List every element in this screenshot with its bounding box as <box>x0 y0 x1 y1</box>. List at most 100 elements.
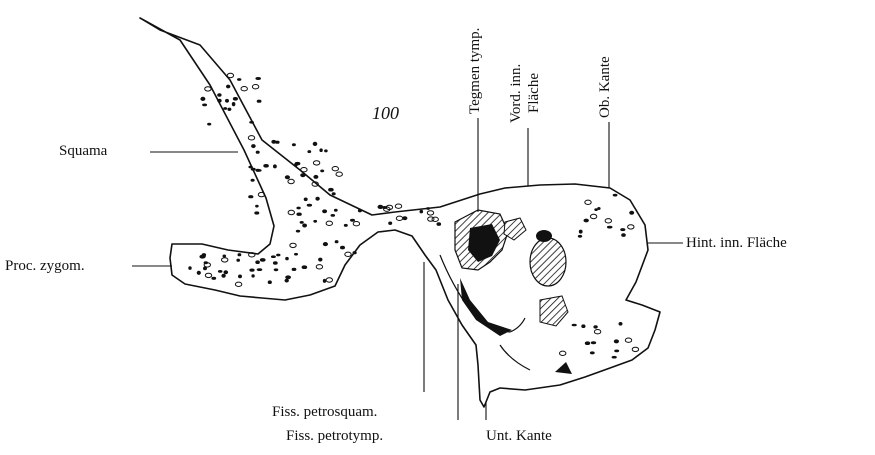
pore-mark <box>252 145 256 148</box>
label-unt-kante: Unt. Kante <box>486 429 552 444</box>
pore-mark <box>204 267 207 270</box>
pore-mark <box>223 255 226 257</box>
pore-mark <box>218 99 221 102</box>
pore-mark <box>189 267 191 270</box>
label-tegmen-tymp: Tegmen tymp. <box>468 28 483 114</box>
pore-mark <box>585 342 589 345</box>
pore-mark <box>301 174 305 177</box>
pore-mark <box>303 224 307 227</box>
pore-mark <box>314 220 317 222</box>
pore-mark <box>304 198 307 201</box>
pore-mark <box>584 219 588 222</box>
pore-mark <box>260 259 265 262</box>
pore-mark <box>621 229 625 231</box>
pore-mark <box>197 271 200 274</box>
pore-mark <box>252 85 258 89</box>
pore-mark <box>301 168 307 172</box>
pore-mark <box>277 254 280 256</box>
pore-mark <box>308 151 311 153</box>
pore-mark <box>300 222 303 224</box>
pore-mark <box>228 108 231 110</box>
pore-mark <box>591 342 595 344</box>
pore-mark <box>239 275 242 278</box>
pore-mark <box>319 258 322 261</box>
pore-mark <box>582 325 585 328</box>
pore-mark <box>256 78 261 80</box>
label-vord-inn-flaeche-line2: Fläche <box>527 73 542 113</box>
labyrinth-cavity-3 <box>536 230 552 242</box>
pore-mark <box>344 224 347 226</box>
label-fiss-petrosquam: Fiss. petrosquam. <box>272 405 377 420</box>
pore-mark <box>250 269 254 271</box>
pore-mark <box>332 193 335 195</box>
pore-mark <box>285 279 288 282</box>
pore-mark <box>251 179 254 181</box>
pore-mark <box>323 210 327 213</box>
pore-mark <box>241 87 247 91</box>
pore-mark <box>218 271 222 273</box>
pore-mark <box>226 99 229 102</box>
pore-mark <box>296 230 299 232</box>
pore-mark <box>358 209 361 212</box>
label-hint-inn-flaeche: Hint. inn. Fläche <box>686 236 787 251</box>
pore-mark <box>292 144 295 146</box>
pore-mark <box>256 205 259 207</box>
pore-mark <box>572 324 576 326</box>
pore-mark <box>302 266 307 269</box>
pore-mark <box>612 356 616 358</box>
pore-mark <box>274 269 278 271</box>
pore-mark <box>320 149 322 152</box>
pore-mark <box>227 85 230 88</box>
pore-mark <box>264 165 269 168</box>
pore-mark <box>630 211 634 214</box>
pore-mark <box>227 73 233 77</box>
pore-mark <box>292 268 296 270</box>
pore-mark <box>314 175 318 178</box>
pore-mark <box>238 79 241 81</box>
pore-mark <box>297 207 300 209</box>
label-proc-zygom: Proc. zygom. <box>5 259 85 274</box>
pore-mark <box>598 208 600 210</box>
pore-mark <box>332 167 338 171</box>
pore-mark <box>251 168 255 170</box>
pore-mark <box>321 170 324 172</box>
pore-mark <box>295 163 298 166</box>
pore-mark <box>590 352 594 354</box>
pore-mark <box>218 94 221 97</box>
pore-mark <box>323 279 325 282</box>
pore-mark <box>336 172 342 176</box>
pore-mark <box>212 277 216 279</box>
pore-mark <box>232 103 235 106</box>
pore-mark <box>201 255 205 258</box>
pore-mark <box>274 165 277 168</box>
pore-mark <box>325 150 328 152</box>
pore-mark <box>619 323 622 326</box>
pore-mark <box>615 350 619 352</box>
pore-mark <box>271 256 275 258</box>
pore-mark <box>205 87 211 91</box>
labyrinth-cavity-2 <box>530 238 566 286</box>
pore-mark <box>323 243 327 246</box>
pore-mark <box>272 140 276 143</box>
label-fiss-petrotymp: Fiss. petrotymp. <box>286 429 383 444</box>
pore-mark <box>613 194 617 196</box>
pore-mark <box>329 188 334 191</box>
pore-mark <box>285 176 289 179</box>
pore-mark <box>286 276 291 279</box>
pore-mark <box>395 204 401 208</box>
pore-mark <box>579 230 582 233</box>
pore-mark <box>595 209 598 211</box>
pore-mark <box>313 161 319 165</box>
pore-mark <box>258 170 261 172</box>
pore-mark <box>622 234 626 237</box>
pore-mark <box>389 222 392 224</box>
pore-mark <box>437 223 441 226</box>
pore-mark <box>378 205 383 208</box>
pore-mark <box>286 257 289 259</box>
pore-mark <box>237 259 240 261</box>
pore-mark <box>307 204 311 206</box>
pore-mark <box>295 253 298 255</box>
pore-mark <box>250 122 254 124</box>
pore-mark <box>252 275 254 277</box>
